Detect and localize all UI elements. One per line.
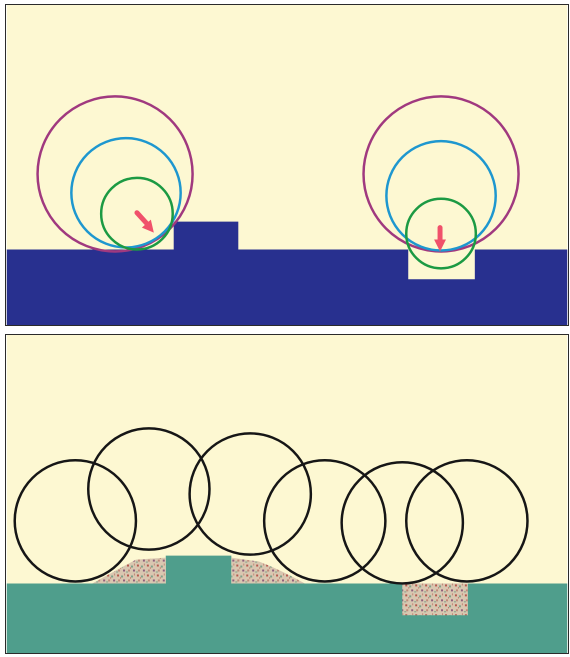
bottom-panel [5,334,569,654]
top-diagram [6,5,568,325]
top-panel [5,4,569,326]
debris-fill [402,583,468,615]
bottom-diagram [6,335,568,653]
